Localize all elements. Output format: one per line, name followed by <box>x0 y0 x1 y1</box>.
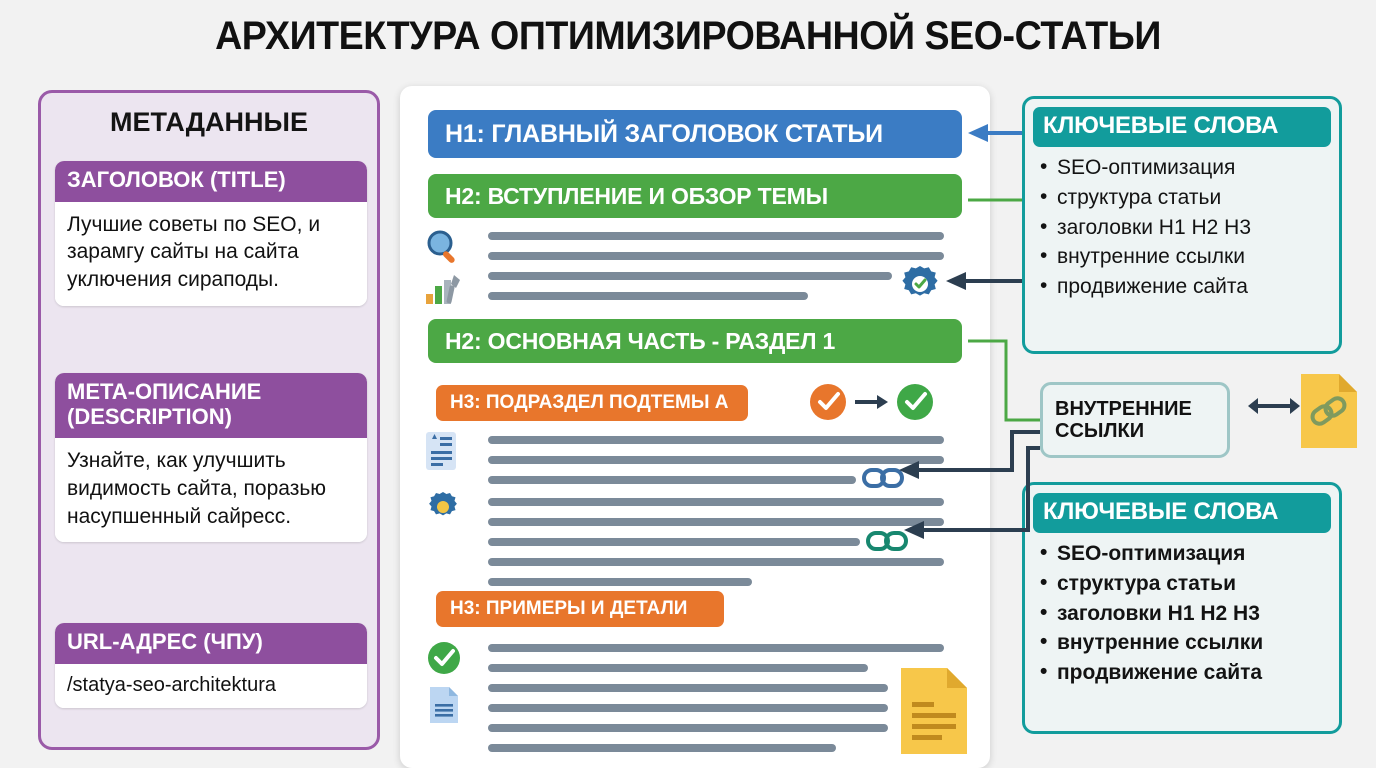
text-line <box>488 644 944 652</box>
text-line <box>488 252 944 260</box>
list-item: заголовки H1 H2 H3 <box>1039 598 1331 629</box>
meta-card-description-body: Узнайте, как улучшить видимость сайта, п… <box>55 438 367 543</box>
text-line <box>488 272 892 280</box>
text-line <box>488 538 860 546</box>
list-item: SEO-оптимизация <box>1039 152 1331 183</box>
text-line <box>488 704 888 712</box>
text-line <box>488 558 944 566</box>
list-item: структура статьи <box>1039 182 1331 213</box>
list-item: внутренние ссылки <box>1039 627 1331 658</box>
meta-card-description: META-ОПИСАНИЕ (DESCRIPTION) Узнайте, как… <box>55 373 367 543</box>
keywords-box-bottom-heading: КЛЮЧЕВЫЕ СЛОВА <box>1033 493 1331 533</box>
green-check-circle-small-icon <box>426 640 462 681</box>
meta-card-url-head: URL-АДРЕС (ЧПУ) <box>55 623 367 664</box>
metadata-panel: МЕТАДАННЫЕ ЗАГОЛОВОК (TITLE) Лучшие сове… <box>38 90 380 750</box>
link-chain-blue-icon <box>862 466 906 495</box>
keywords-box-top: КЛЮЧЕВЫЕ СЛОВА SEO-оптимизация структура… <box>1022 96 1342 354</box>
page-title: АРХИТЕКТУРА ОПТИМИЗИРОВАННОЙ SEO-СТАТЬИ <box>215 14 1161 58</box>
heading-h3-examples-bar: H3: ПРИМЕРЫ И ДЕТАЛИ <box>436 591 724 627</box>
text-line <box>488 578 752 586</box>
text-line <box>488 232 944 240</box>
yellow-document-icon <box>898 666 970 761</box>
heading-h2-intro-bar: H2: ВСТУПЛЕНИЕ И ОБЗОР ТЕМЫ <box>428 174 962 218</box>
list-item: структура статьи <box>1039 568 1331 599</box>
orange-check-circle-icon <box>808 382 848 427</box>
text-line <box>488 518 944 526</box>
link-chain-teal-icon <box>866 529 910 558</box>
bar-chart-wrench-icon <box>424 272 464 311</box>
keywords-box-bottom-list: SEO-оптимизация структура статьи заголов… <box>1033 538 1331 688</box>
list-item: SEO-оптимизация <box>1039 538 1331 569</box>
heading-h2-section1-bar: H2: ОСНОВНАЯ ЧАСТЬ - РАЗДЕЛ 1 <box>428 319 962 363</box>
text-line <box>488 498 944 506</box>
article-document: H1: ГЛАВНЫЙ ЗАГОЛОВОК СТАТЬИ H2: ВСТУПЛЕ… <box>400 86 990 768</box>
green-check-circle-icon <box>895 382 935 427</box>
yellow-link-document-icon <box>1298 372 1360 455</box>
text-line <box>488 436 944 444</box>
text-line <box>488 724 888 732</box>
gear-check-icon <box>898 262 942 311</box>
meta-card-url: URL-АДРЕС (ЧПУ) /statya-seo-architektura <box>55 623 367 709</box>
page-doc-icon <box>428 686 460 729</box>
text-line <box>488 744 836 752</box>
text-line <box>488 684 888 692</box>
text-line <box>488 476 856 484</box>
document-lines-icon <box>424 431 458 476</box>
internal-links-box: ВНУТРЕННИЕ ССЫЛКИ <box>1040 382 1230 458</box>
meta-card-title-head: ЗАГОЛОВОК (TITLE) <box>55 161 367 202</box>
internal-links-label: ВНУТРЕННИЕ ССЫЛКИ <box>1055 397 1192 442</box>
list-item: продвижение сайта <box>1039 271 1331 302</box>
gear-coin-icon <box>426 490 460 529</box>
keywords-box-top-list: SEO-оптимизация структура статьи заголов… <box>1033 152 1331 302</box>
meta-card-description-head: META-ОПИСАНИЕ (DESCRIPTION) <box>55 373 367 439</box>
text-line <box>488 456 944 464</box>
metadata-panel-heading: МЕТАДАННЫЕ <box>110 107 308 137</box>
list-item: внутренние ссылки <box>1039 241 1331 272</box>
text-line <box>488 292 808 300</box>
keywords-box-bottom: КЛЮЧЕВЫЕ СЛОВА SEO-оптимизация структура… <box>1022 482 1342 734</box>
arrow-right-icon <box>855 394 889 415</box>
magnifier-icon <box>424 228 464 273</box>
list-item: продвижение сайта <box>1039 657 1331 688</box>
list-item: заголовки H1 H2 H3 <box>1039 212 1331 243</box>
text-line <box>488 664 868 672</box>
heading-h3-subtopic-a-bar: H3: ПОДРАЗДЕЛ ПОДТЕМЫ А <box>436 385 748 421</box>
meta-card-title: ЗАГОЛОВОК (TITLE) Лучшие советы по SEO, … <box>55 161 367 306</box>
keywords-box-top-heading: КЛЮЧЕВЫЕ СЛОВА <box>1033 107 1331 147</box>
heading-h1-bar: H1: ГЛАВНЫЙ ЗАГОЛОВОК СТАТЬИ <box>428 110 962 158</box>
double-arrow-icon <box>1248 396 1300 421</box>
meta-card-url-body: /statya-seo-architektura <box>55 663 367 709</box>
meta-card-title-body: Лучшие советы по SEO, и зарамгу сайты на… <box>55 201 367 306</box>
